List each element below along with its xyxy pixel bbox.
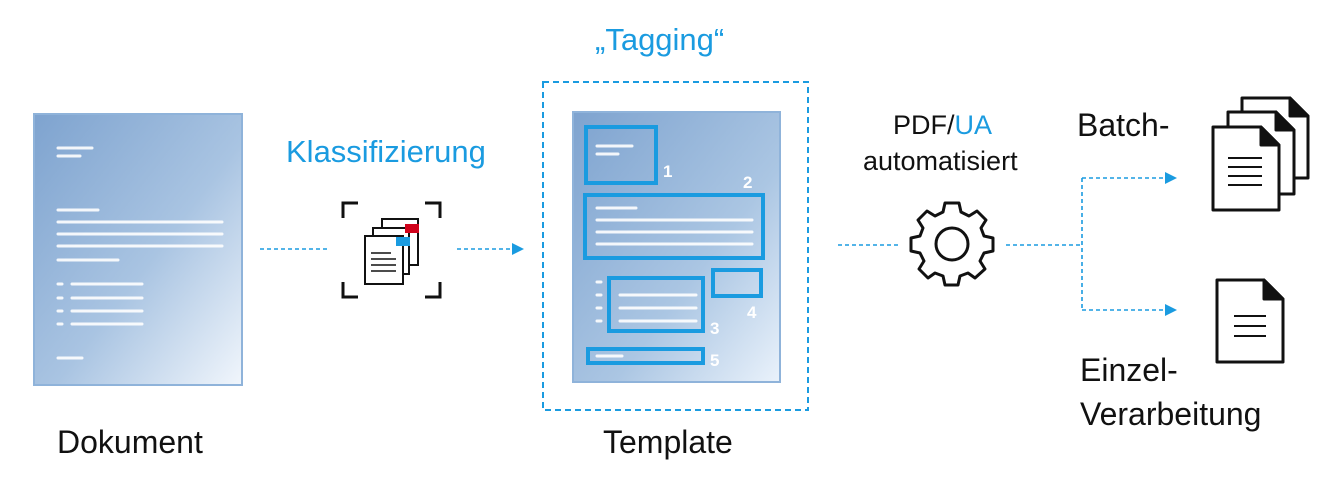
dokument-label: Dokument [57,424,203,460]
region-number-5: 5 [710,351,719,370]
einzel-label: Einzel- [1080,352,1178,388]
gear-icon [909,201,995,287]
scan-documents-icon [341,201,442,299]
region-box-2 [583,193,765,260]
region-number-1: 1 [663,162,672,181]
region-number-2: 2 [743,173,752,192]
region-number-3: 3 [710,319,719,338]
connector-branch [1006,177,1165,311]
region-box-3 [607,276,705,333]
document-icon [1215,278,1285,364]
region-box-4 [711,268,763,298]
region-number-4: 4 [747,303,757,322]
ua-text: UA [954,110,993,140]
klassifizierung-label: Klassifizierung [286,134,486,169]
tagging-label: „Tagging“ [595,22,725,57]
region-box-1 [584,125,658,185]
verarbeitung-label: Verarbeitung [1080,396,1262,432]
pdf-prefix: PDF/ [893,110,955,140]
template-page: 1 2 3 4 5 [572,111,781,383]
tagging-frame [542,81,809,411]
arrowhead-batch [1165,172,1177,184]
source-document [33,113,243,386]
pdf-ua-label: PDF/UA [893,110,992,141]
template-label: Template [603,424,733,460]
automatisiert-label: automatisiert [863,146,1018,176]
document-stack-icon [1211,96,1310,212]
arrowhead-2 [512,243,524,255]
region-box-5 [586,347,705,365]
arrowhead-single [1165,304,1177,316]
batch-label: Batch- [1077,107,1170,143]
